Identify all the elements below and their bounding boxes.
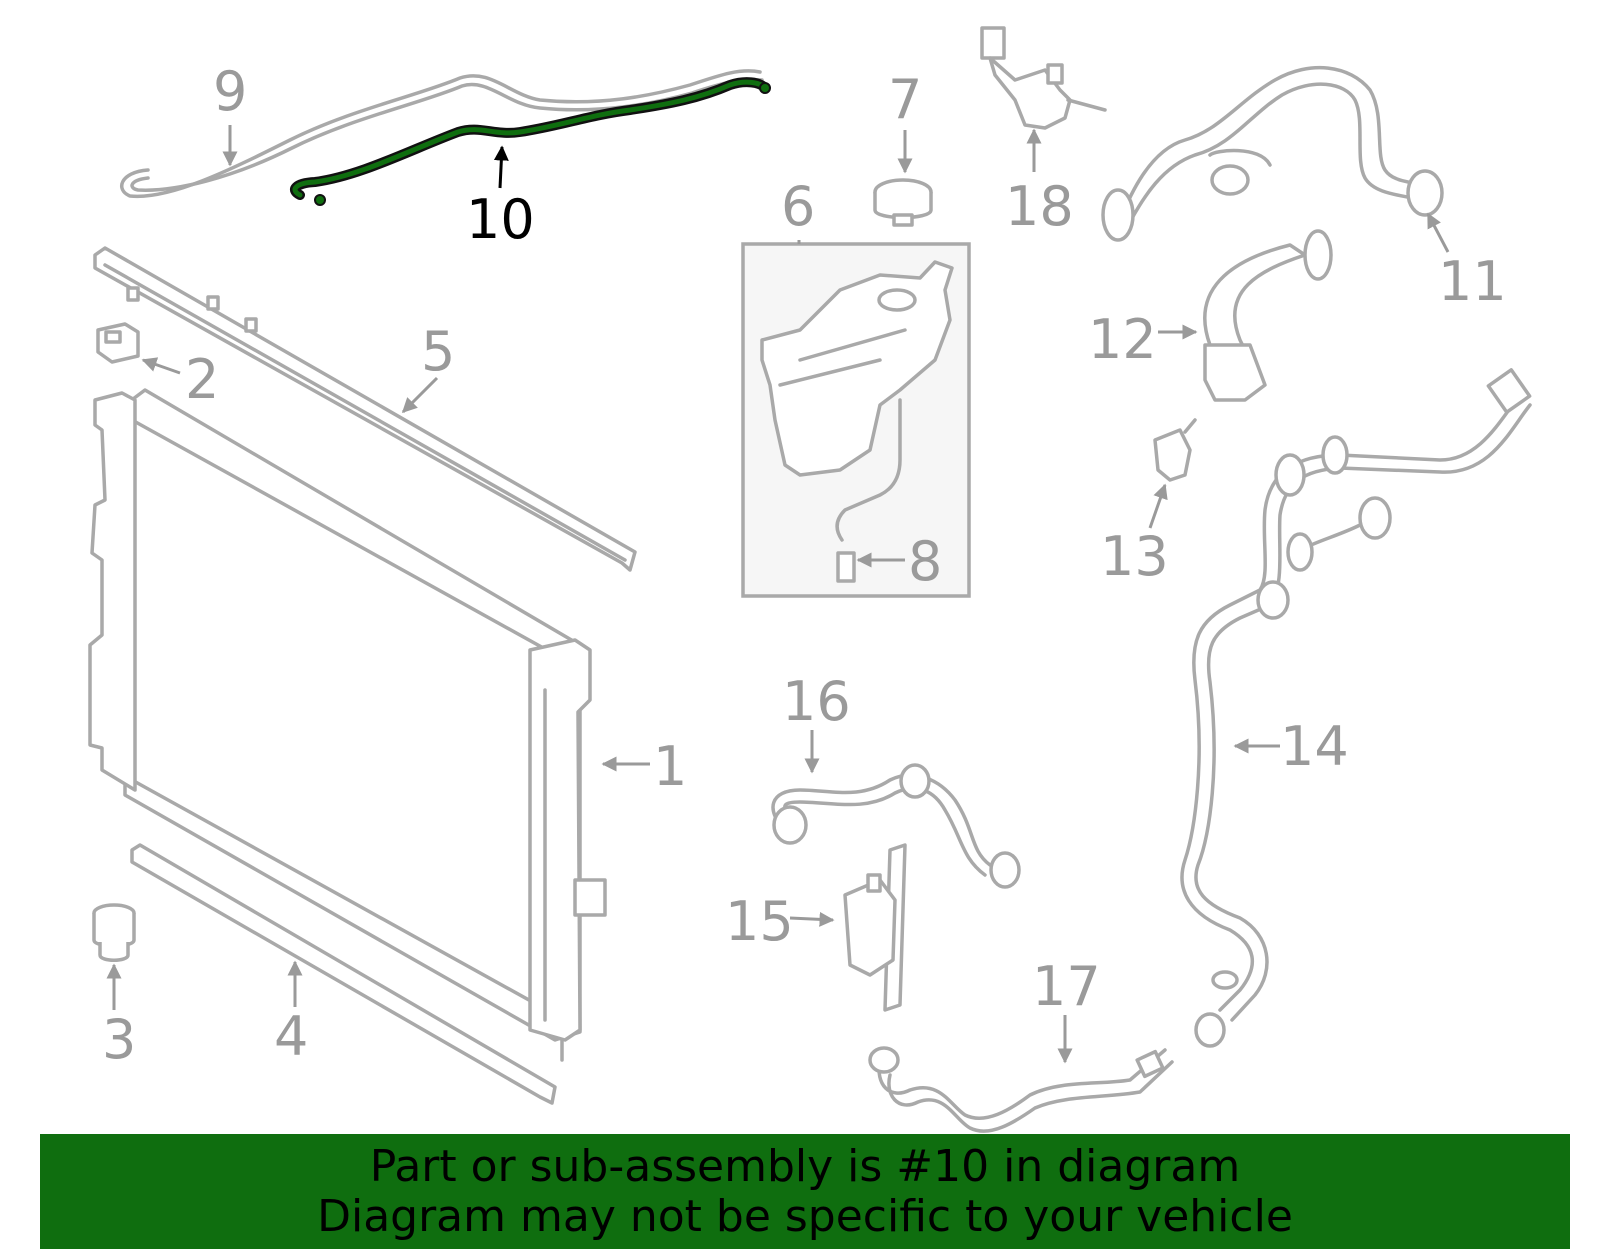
part-15-pump [843, 843, 907, 1012]
callout-16: 16 [782, 670, 851, 733]
callout-14: 14 [1280, 715, 1349, 778]
part-3-mount [92, 903, 136, 962]
part-14-hose [1180, 368, 1532, 1048]
part-18-valve [980, 26, 1107, 130]
leader-lines [106, 125, 1450, 1064]
part-2-bracket [96, 322, 140, 364]
part-10-tube-highlighted [290, 77, 771, 206]
part-4-lower-rail [130, 843, 557, 1105]
callout-6: 6 [781, 175, 815, 238]
callout-labels: 9 10 5 2 1 3 4 6 7 8 18 11 12 13 14 16 1… [102, 60, 1507, 1071]
part-1-radiator [88, 388, 607, 1062]
info-banner: Part or sub-assembly is #10 in diagram D… [40, 1134, 1570, 1249]
part-6-reservoir [760, 260, 954, 477]
callout-5: 5 [421, 320, 455, 383]
callout-17: 17 [1032, 955, 1101, 1018]
callout-10: 10 [466, 188, 535, 251]
banner-line-2: Diagram may not be specific to your vehi… [317, 1191, 1293, 1242]
banner-line-1: Part or sub-assembly is #10 in diagram [369, 1141, 1241, 1192]
part-13-sensor [1153, 418, 1197, 482]
part-5-upper-rail [93, 246, 637, 572]
part-12-hose [1203, 229, 1333, 402]
part-11-hose [1101, 66, 1444, 242]
part-16-hose [771, 763, 1021, 889]
callout-13: 13 [1100, 525, 1169, 588]
callout-4: 4 [274, 1005, 308, 1068]
callout-11: 11 [1438, 250, 1507, 313]
callout-7: 7 [888, 68, 922, 131]
callout-1: 1 [653, 735, 687, 798]
callout-18: 18 [1005, 175, 1074, 238]
callout-15: 15 [725, 890, 794, 953]
callout-9: 9 [213, 60, 247, 123]
part-7-cap [873, 178, 933, 227]
callout-8: 8 [908, 530, 942, 593]
callout-12: 12 [1088, 308, 1157, 371]
part-17-hose [868, 1046, 1174, 1133]
callout-3: 3 [102, 1008, 136, 1071]
callout-2: 2 [185, 348, 219, 411]
part-8-sensor [835, 398, 902, 583]
